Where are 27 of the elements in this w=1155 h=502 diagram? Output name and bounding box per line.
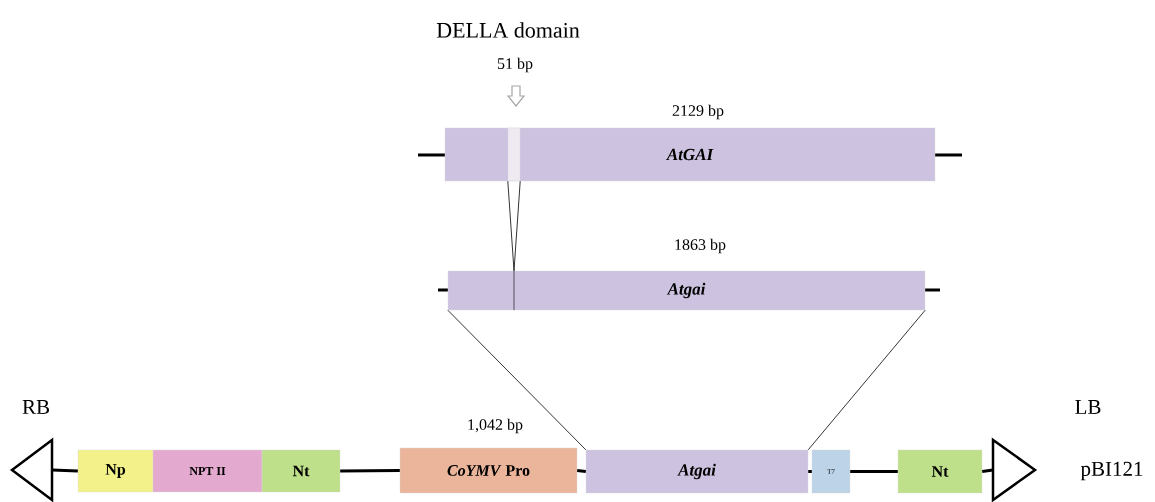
backbone-line <box>850 470 898 473</box>
terminator-box: Nt <box>897 449 983 494</box>
promoter-box: Np <box>77 449 154 493</box>
border-label: pBI121 <box>1080 461 1143 481</box>
backbone-line <box>340 469 400 473</box>
size-label: 51 bp <box>497 57 533 73</box>
size-label: 1863 bp <box>675 238 726 254</box>
connector-line <box>507 180 515 272</box>
connector-line <box>807 309 926 451</box>
connector-line <box>513 180 521 272</box>
promoter-box: CoYMV Pro <box>399 447 578 494</box>
backbone-line <box>577 469 586 473</box>
terminator-box: Nt <box>261 449 341 493</box>
gene-box: NPT II <box>152 449 263 493</box>
backbone-line <box>808 470 812 473</box>
backbone-line <box>982 468 994 473</box>
border-label: RB <box>22 400 49 414</box>
size-label: 1,042 bp <box>468 418 523 434</box>
connector-line <box>447 309 587 451</box>
gene-box: Atgai <box>447 270 926 311</box>
domain-band <box>507 127 521 182</box>
border-label: LB <box>1075 400 1101 414</box>
gene-box: AtGAI <box>444 127 936 182</box>
size-label: DELLA domain <box>436 22 580 38</box>
gene-box: Atgai <box>585 449 809 494</box>
size-label: 2129 bp <box>672 104 724 120</box>
backbone-line <box>52 468 78 473</box>
